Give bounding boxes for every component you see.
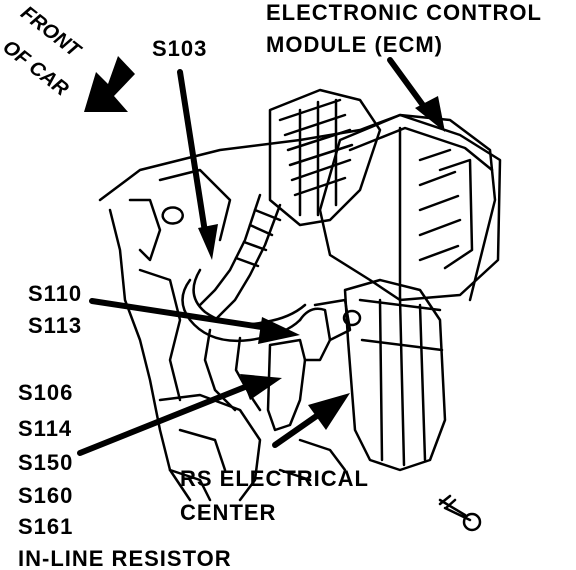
- rs-center-leader-line: [272, 412, 321, 448]
- rs-center-label-line1: RS ELECTRICAL: [180, 466, 369, 491]
- s114-label: S114: [18, 416, 73, 441]
- front-of-car-arrow: [84, 56, 135, 112]
- s110-label: S110: [28, 281, 83, 306]
- s150-label: S150: [18, 450, 74, 475]
- ecm-box: [318, 113, 502, 302]
- rs-electrical-center-box: [343, 278, 447, 472]
- s103-label: S103: [152, 36, 208, 61]
- compartment-outline: [98, 113, 497, 302]
- ecm-arrowhead: [415, 96, 445, 132]
- s106-group-arrowhead: [240, 374, 282, 400]
- s106-group-leader-line: [77, 382, 253, 456]
- ecm-label-line2: MODULE (ECM): [266, 32, 443, 57]
- rs-center-arrowhead: [308, 393, 350, 430]
- s161-label: S161: [18, 514, 74, 539]
- s103-leader-line: [177, 69, 208, 235]
- s106-label: S106: [18, 380, 74, 405]
- s113-label: S113: [28, 313, 83, 338]
- ecm-label-line1: ELECTRONIC CONTROL: [266, 0, 542, 25]
- s160-label: S160: [18, 483, 74, 508]
- rs-center-label-line2: CENTER: [180, 500, 277, 525]
- s110-leader-line: [89, 298, 271, 331]
- s103-arrowhead: [198, 224, 218, 260]
- ecm-leader-line: [387, 57, 428, 111]
- inline-resistor-label: IN-LINE RESISTOR: [18, 546, 232, 570]
- s110-arrowhead: [258, 317, 300, 344]
